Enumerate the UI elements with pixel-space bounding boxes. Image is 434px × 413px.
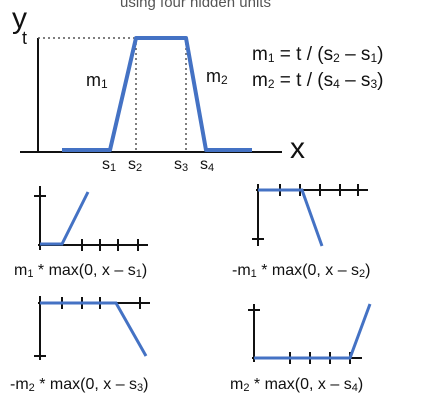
title-fragment: using four hidden units	[120, 0, 271, 11]
subplot-4	[248, 303, 372, 364]
main-plot	[20, 36, 282, 153]
trapezoid-curve	[62, 36, 252, 152]
tick-label-s3: s3	[174, 156, 189, 174]
subplot-3-caption: -m2 * max(0, x – s3)	[10, 376, 149, 394]
subplot-1-curve	[40, 191, 90, 246]
tick-label-s2: s2	[128, 156, 143, 174]
x-axis-label: x	[290, 132, 305, 165]
subplot-3-curve	[40, 301, 148, 357]
subplot-2-curve	[258, 188, 324, 247]
subplot-2-caption: -m1 * max(0, x – s2)	[232, 262, 371, 280]
formula-m1: m1 = t / (s2 – s1)	[252, 44, 384, 65]
t-label: t	[22, 28, 28, 48]
m1-slope-label: m1	[86, 70, 108, 91]
subplot-1-caption: m1 * max(0, x – s1)	[14, 262, 148, 280]
y-axis-label: y	[12, 2, 27, 35]
subplot-3	[34, 296, 150, 360]
subplot-2	[252, 184, 368, 247]
tick-label-s1: s1	[102, 156, 117, 174]
subplot-4-caption: m2 * max(0, x – s4)	[230, 376, 364, 394]
formula-m2: m2 = t / (s4 – s3)	[252, 70, 384, 91]
tick-label-s4: s4	[200, 156, 215, 174]
subplot-4-curve	[254, 303, 372, 360]
m2-slope-label: m2	[206, 66, 228, 87]
subplot-1	[34, 186, 148, 251]
